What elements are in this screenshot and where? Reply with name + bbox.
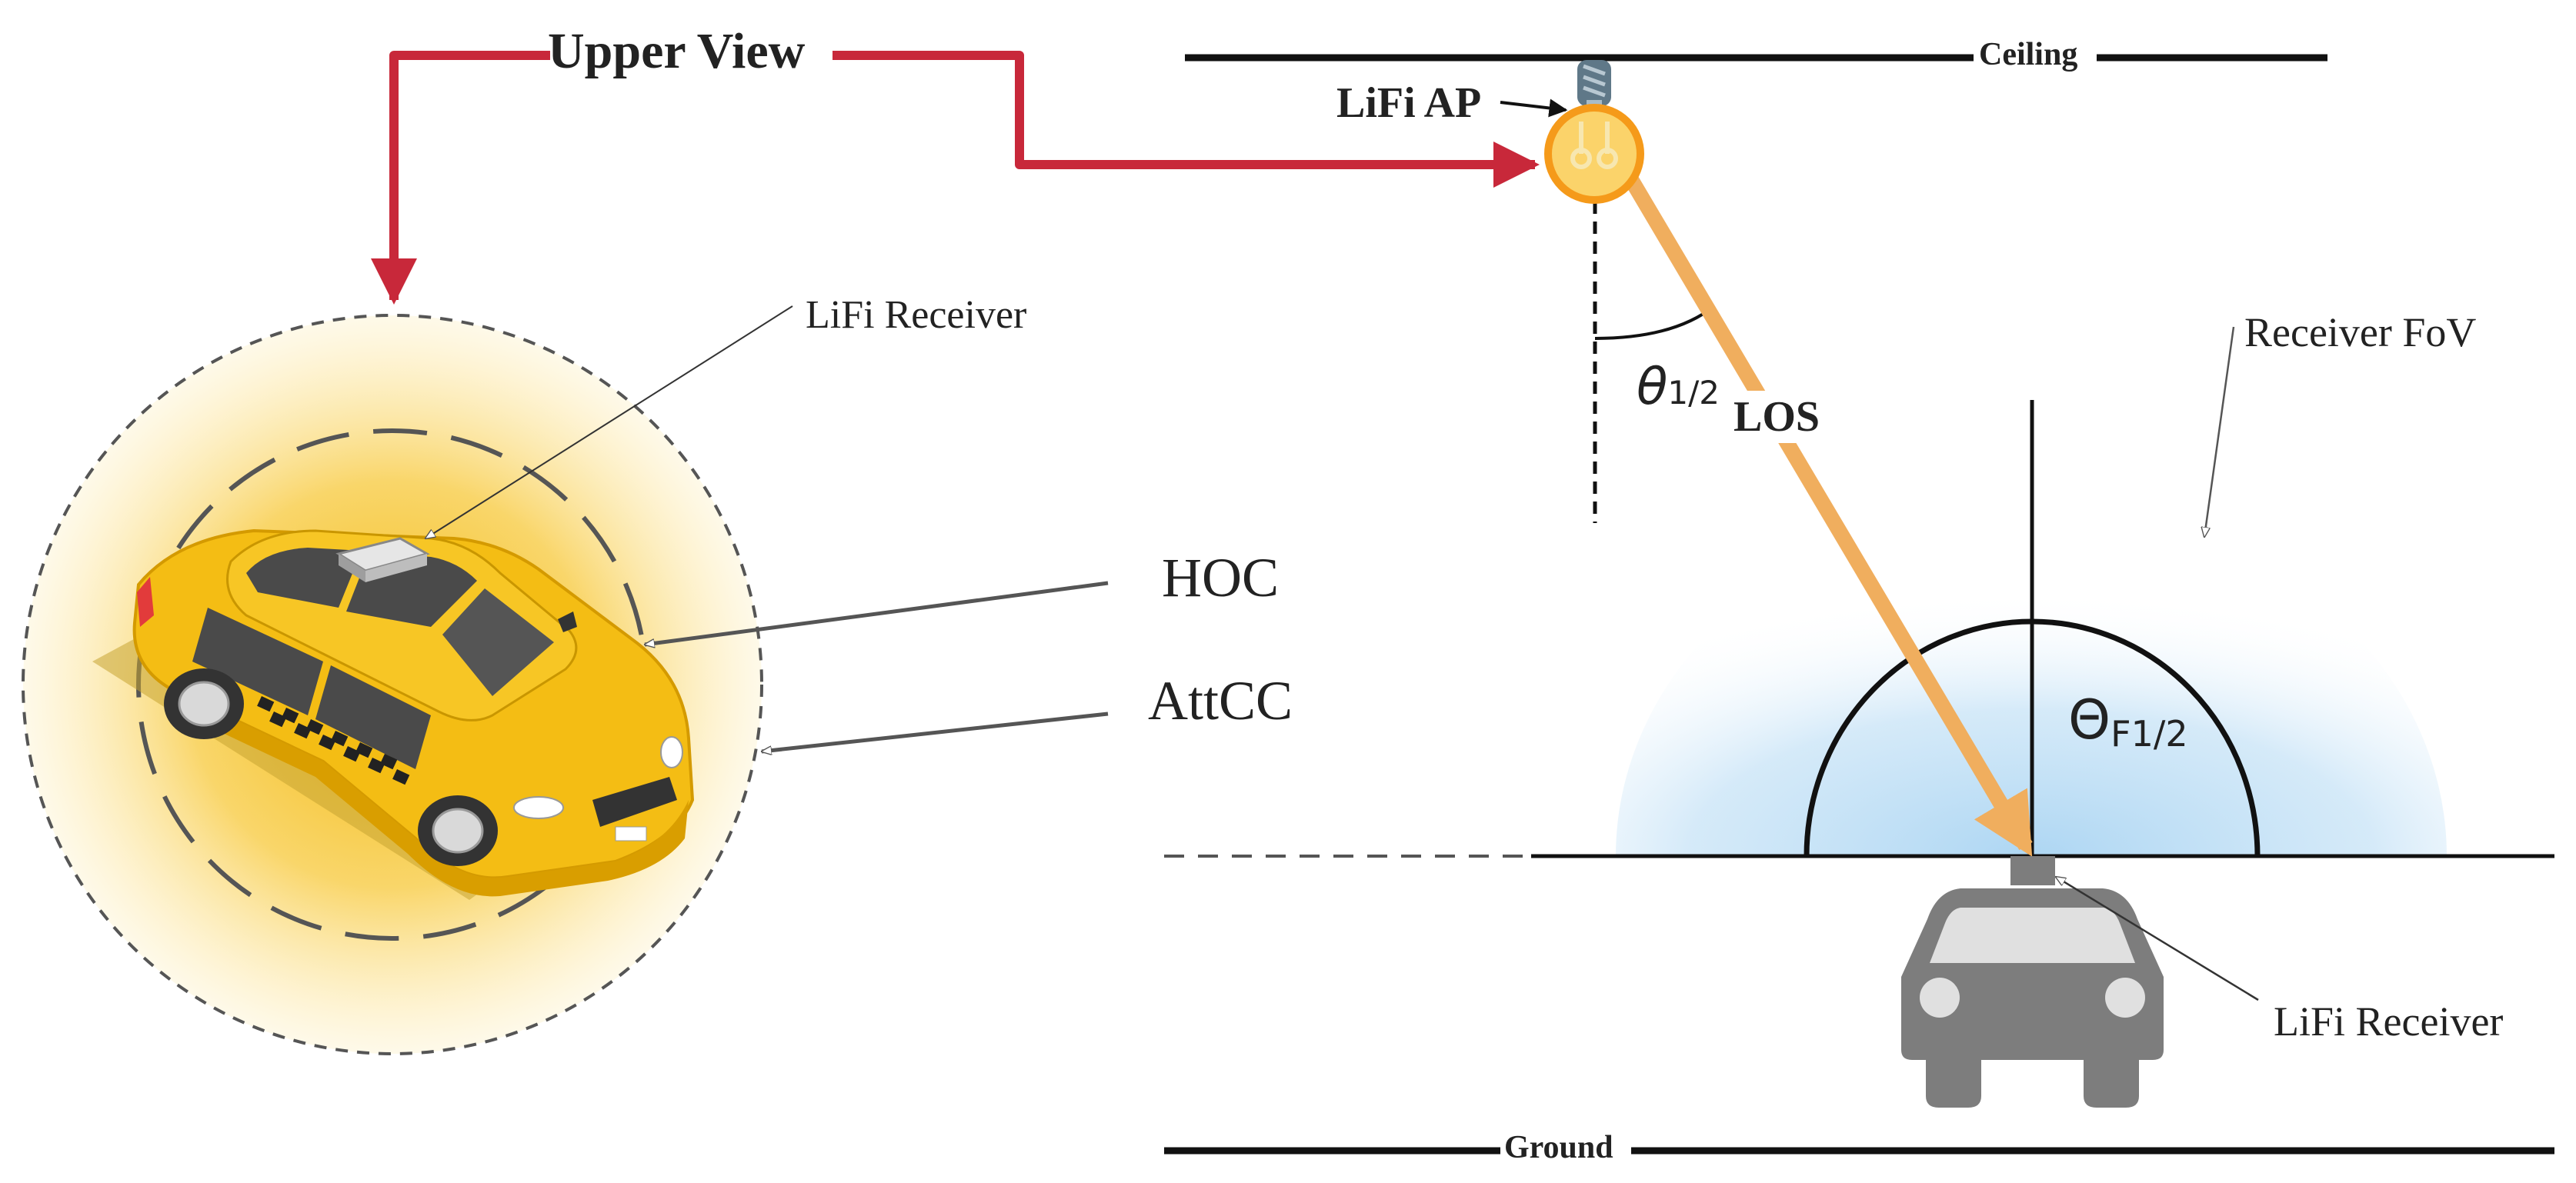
wheel (418, 795, 498, 866)
receiver-pointer-side (2056, 877, 2259, 1001)
side-view-panel: Ceiling Ground LOS θ1/2 ΘF1/2 Re (1164, 37, 2554, 1165)
attcc-boundary (22, 314, 763, 1055)
theta-symbol: θ (1637, 357, 1667, 416)
ceiling-lamp-icon (1544, 60, 1644, 204)
upper-view-panel: LiFi Receiver HOC AttCC (22, 293, 1293, 1055)
lifi-ap-pointer (1500, 98, 1568, 118)
attcc-pointer (762, 711, 1109, 751)
upper-view-connector: Upper View (371, 23, 1540, 305)
car-front-icon (1901, 856, 2164, 1108)
theta-half-label: θ1/2 (1637, 357, 1720, 416)
taxi-isometric-icon (92, 528, 695, 900)
lifi-receiver-top-label: LiFi Receiver (806, 293, 1026, 337)
lifi-ap-label: LiFi AP (1336, 79, 1481, 127)
wheel (164, 668, 244, 739)
receiver-fov-label: Receiver FoV (2244, 309, 2476, 355)
los-label: LOS (1733, 393, 1820, 441)
receiver-pointer-top (425, 305, 793, 538)
lifi-receiver-side-label: LiFi Receiver (2274, 998, 2503, 1045)
los-beam (1623, 172, 2033, 857)
ceiling-label: Ceiling (1979, 37, 2077, 72)
fov-half-angle-label: ΘF1/2 (2068, 688, 2188, 755)
half-angle-arc (1594, 305, 1716, 340)
hoc-pointer (645, 581, 1109, 645)
hoc-label: HOC (1162, 547, 1279, 608)
big-theta-symbol: Θ (2068, 688, 2111, 751)
big-theta-subscript: F1/2 (2111, 713, 2188, 755)
attcc-label: AttCC (1148, 670, 1293, 731)
upper-view-label: Upper View (548, 23, 806, 79)
ground-label: Ground (1504, 1130, 1613, 1165)
roof-sign-receiver (335, 537, 430, 582)
theta-subscript: 1/2 (1667, 374, 1720, 412)
fov-pointer (2204, 326, 2235, 537)
